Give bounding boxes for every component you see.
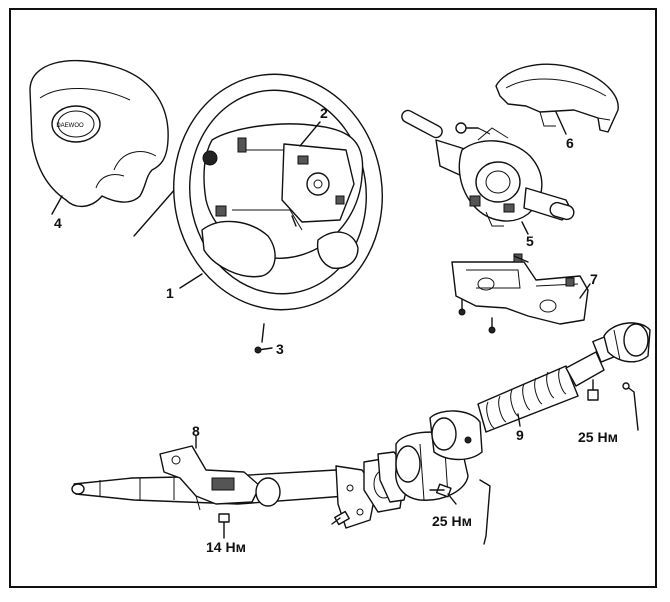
switch-screw <box>455 122 491 135</box>
torque-label-bracket: 14 Нм <box>206 539 246 555</box>
steering-wheel <box>173 73 383 311</box>
upper-column-cover <box>495 63 619 133</box>
leader-5 <box>521 221 529 235</box>
label-1: 1 <box>166 285 174 301</box>
intermediate-shaft <box>565 322 651 387</box>
coupling-bolt-25nm <box>435 479 491 545</box>
lower-column-cover <box>451 253 589 325</box>
torque-label-upper: 25 Нм <box>578 429 618 445</box>
leader-6 <box>555 111 567 135</box>
label-2: 2 <box>320 105 328 121</box>
leader-9 <box>517 413 521 427</box>
label-7: 7 <box>590 271 598 287</box>
label-5: 5 <box>526 233 534 249</box>
airbag-module <box>29 59 169 215</box>
label-3: 3 <box>276 341 284 357</box>
joint-bolt-25nm <box>587 379 639 431</box>
bracket-bolt-14nm <box>218 513 230 539</box>
lower-cover-screws <box>458 299 496 334</box>
label-9: 9 <box>516 427 524 443</box>
leader-1 <box>179 273 203 289</box>
label-4: 4 <box>54 215 62 231</box>
steering-wheel-bolt <box>254 323 273 354</box>
flange-bolt <box>331 510 350 526</box>
column-coupling <box>395 410 483 501</box>
leader-7 <box>579 283 591 299</box>
torque-label-lower: 25 Нм <box>432 513 472 529</box>
leader-2 <box>299 121 321 147</box>
combination-switch <box>401 109 575 227</box>
airbag-logo: DAEWOO <box>56 123 84 129</box>
label-6: 6 <box>566 135 574 151</box>
bellows-boot <box>477 365 579 433</box>
label-8: 8 <box>192 423 200 439</box>
